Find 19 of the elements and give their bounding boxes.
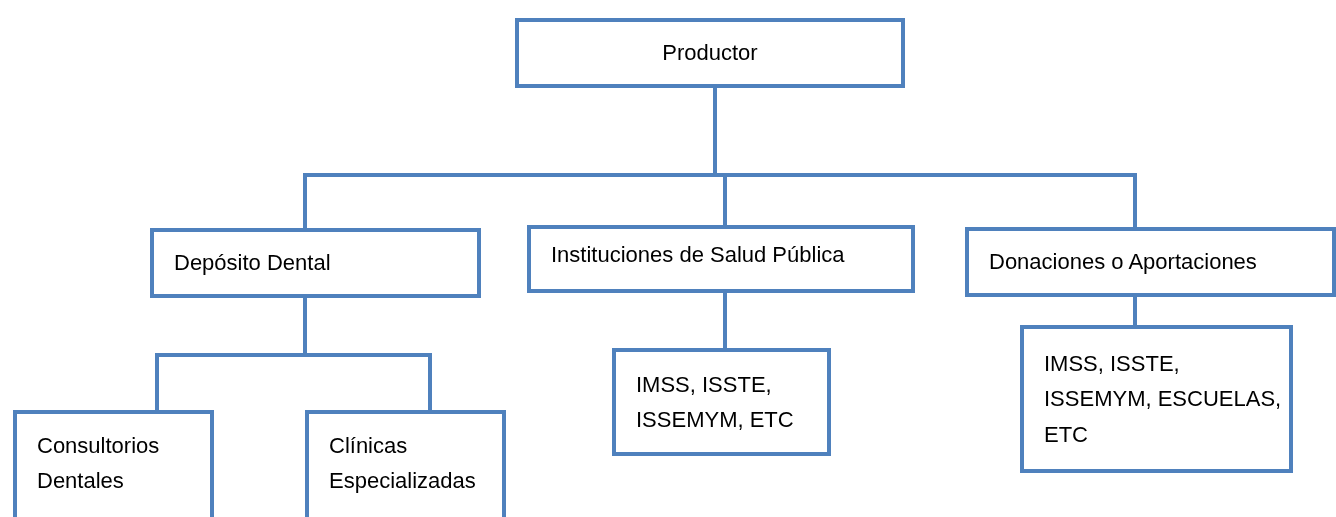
box-label: Depósito Dental: [174, 249, 331, 278]
box-label: IMSS, ISSTE, ISSEMYM, ETC: [636, 370, 795, 434]
org-box: [13, 410, 214, 517]
box-label: Donaciones o Aportaciones: [989, 248, 1257, 277]
connector-line: [723, 291, 727, 350]
box-label: Consultorios Dentales: [37, 432, 161, 496]
connector-line: [1133, 295, 1137, 327]
org-box: [965, 227, 1336, 297]
box-label: Productor: [662, 39, 758, 68]
connector-line: [713, 86, 1137, 229]
org-box: [1020, 325, 1293, 473]
box-label: IMSS, ISSTE, ISSEMYM, ESCUELAS, ETC: [1044, 350, 1283, 449]
box-label: Clínicas Especializadas: [329, 432, 477, 496]
box-label: Instituciones de Salud Pública: [551, 241, 845, 270]
org-box: [527, 225, 915, 293]
org-box: [612, 348, 831, 456]
org-box: [150, 228, 481, 298]
org-box: [515, 18, 905, 88]
org-box: [305, 410, 506, 517]
